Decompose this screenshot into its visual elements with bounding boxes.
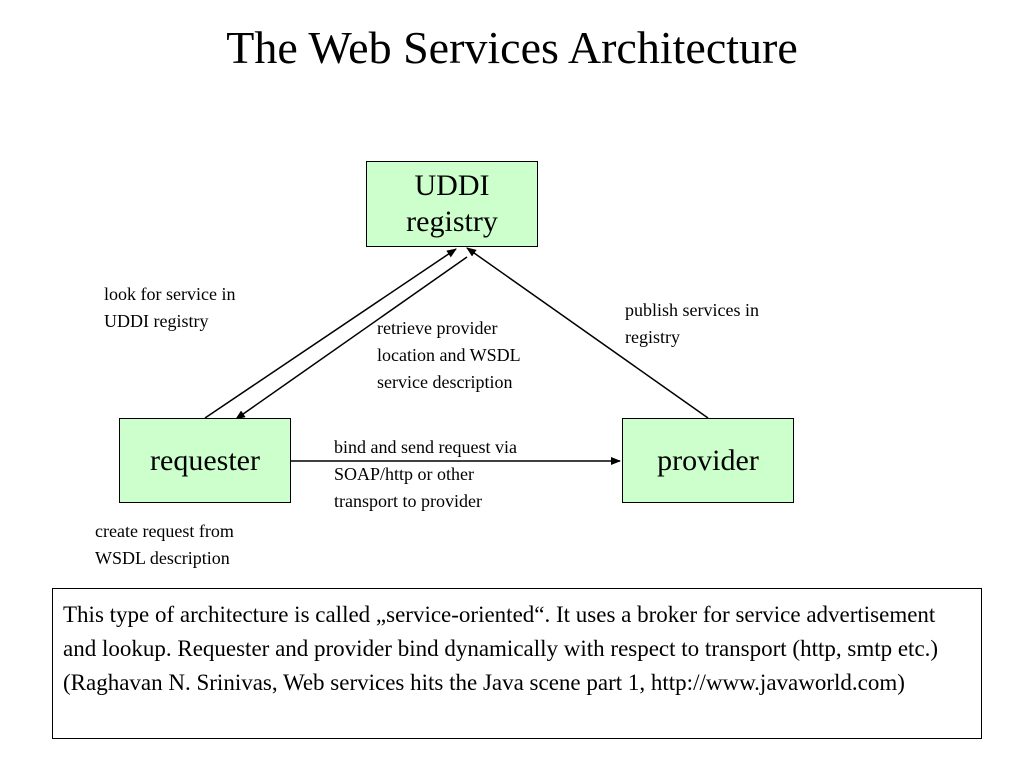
arrow-uddi-to-requester <box>235 256 468 420</box>
slide-title: The Web Services Architecture <box>226 22 798 73</box>
requester-node: requester <box>119 418 291 503</box>
look-for-service-label: look for service in UDDI registry <box>104 284 236 331</box>
architecture-note: This type of architecture is called „ser… <box>52 588 982 739</box>
arrow-provider-to-uddi <box>466 247 709 419</box>
architecture-note-text: This type of architecture is called „ser… <box>63 602 939 695</box>
provider-label: provider <box>657 443 759 477</box>
requester-label: requester <box>150 443 260 477</box>
uddi-registry-node: UDDI registry <box>366 161 538 247</box>
provider-node: provider <box>622 418 794 503</box>
create-request-label: create request from WSDL description <box>95 521 234 568</box>
retrieve-provider-label: retrieve provider location and WSDL serv… <box>377 318 521 392</box>
arrow-requester-to-uddi <box>204 248 457 419</box>
bind-and-send-label: bind and send request via SOAP/http or o… <box>334 437 517 511</box>
publish-services-label: publish services in registry <box>625 300 759 347</box>
uddi-registry-label: UDDI registry <box>406 169 498 238</box>
